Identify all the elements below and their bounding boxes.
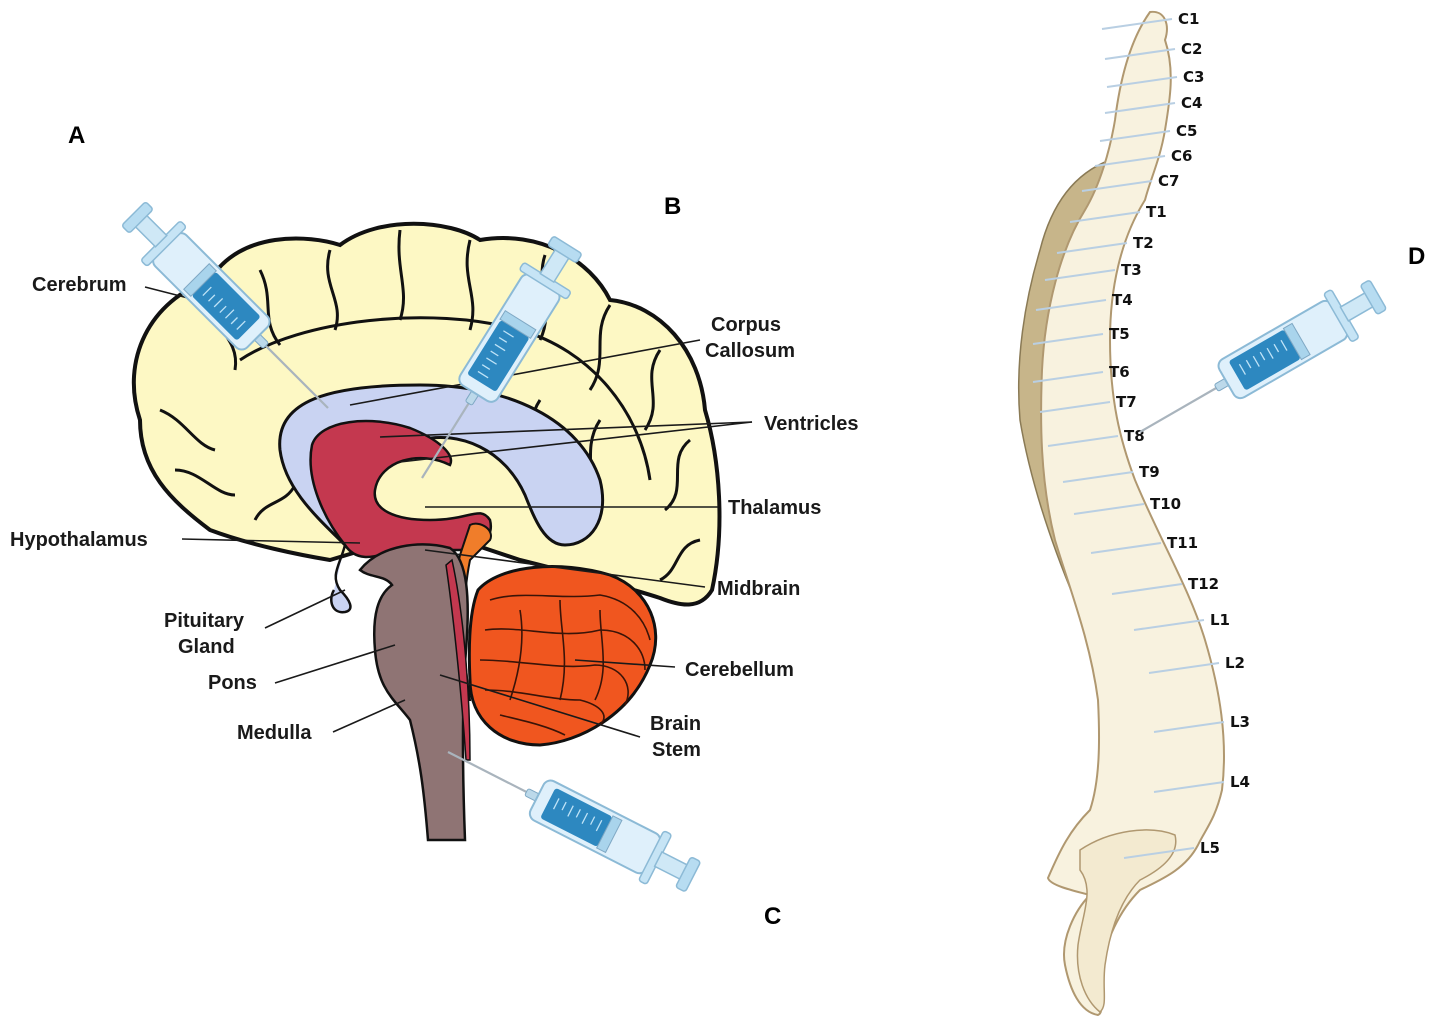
disc-line <box>1101 18 1173 30</box>
vertebra-label-l4: L4 <box>1230 773 1250 791</box>
vertebra-label-c3: C3 <box>1183 68 1204 86</box>
vertebra-label-l5: L5 <box>1200 839 1220 857</box>
brain-diagram: Cerebrum Corpus Callosum Ventricles Thal… <box>10 221 859 842</box>
label-brain-stem-1: Brain <box>650 713 701 735</box>
disc-line <box>1035 299 1107 311</box>
vertebra-label-t7: T7 <box>1116 393 1137 411</box>
vertebra-label-l1: L1 <box>1210 611 1230 629</box>
label-medulla: Medulla <box>237 722 312 744</box>
disc-line <box>1099 130 1171 142</box>
vertebra-label-c2: C2 <box>1181 40 1202 58</box>
disc-line <box>1073 503 1145 515</box>
vertebra-label-t5: T5 <box>1109 325 1130 343</box>
disc-line <box>1111 583 1183 595</box>
disc-line <box>1056 242 1128 254</box>
disc-line <box>1044 269 1116 281</box>
disc-line <box>1062 471 1134 483</box>
disc-line <box>1153 721 1225 733</box>
vertebra-label-c7: C7 <box>1158 172 1179 190</box>
intervertebral-discs <box>1032 18 1225 859</box>
vertebra-label-c1: C1 <box>1178 10 1199 28</box>
cerebellum-shape <box>467 565 658 747</box>
panel-label-c: C <box>764 903 781 930</box>
disc-line <box>1104 48 1176 60</box>
label-cerebellum: Cerebellum <box>685 659 794 681</box>
disc-line <box>1081 180 1153 192</box>
disc-line <box>1148 662 1220 674</box>
label-pituitary-2: Gland <box>178 636 235 658</box>
vertebra-label-t1: T1 <box>1146 203 1167 221</box>
vertebra-label-t9: T9 <box>1139 463 1160 481</box>
disc-line <box>1090 542 1162 554</box>
vertebra-label-t4: T4 <box>1112 291 1133 309</box>
disc-line <box>1039 401 1111 413</box>
leader-lines <box>144 286 753 738</box>
pituitary-shape <box>330 544 352 614</box>
disc-line <box>1106 76 1178 88</box>
disc-line <box>1032 371 1104 383</box>
vertebra-label-t6: T6 <box>1109 363 1130 381</box>
disc-line <box>1153 781 1225 793</box>
panel-label-b: B <box>664 193 681 220</box>
label-thalamus: Thalamus <box>728 497 821 519</box>
label-midbrain: Midbrain <box>717 578 800 600</box>
sacrum-shape <box>1076 829 1177 1013</box>
vertebra-label-t2: T2 <box>1133 234 1154 252</box>
cerebellum-folia <box>479 594 651 736</box>
thalamus-shape <box>309 419 493 559</box>
label-corpus-callosum-1: Corpus <box>711 314 781 336</box>
disc-line <box>1069 211 1141 223</box>
label-ventricles: Ventricles <box>764 413 859 435</box>
spine-diagram: C1C2C3C4C5C6C7T1T2T3T4T5T6T7T8T9T10T11T1… <box>1017 10 1250 1017</box>
vertebra-label-c4: C4 <box>1181 94 1202 112</box>
vertebra-label-t12: T12 <box>1188 575 1219 593</box>
syringe-d <box>1124 269 1394 458</box>
label-corpus-callosum-2: Callosum <box>705 340 795 362</box>
disc-line <box>1032 333 1104 345</box>
disc-line <box>1104 102 1176 114</box>
vertebra-label-t3: T3 <box>1121 261 1142 279</box>
vertebra-label-t10: T10 <box>1150 495 1181 513</box>
disc-line <box>1047 435 1119 447</box>
vertebra-label-l3: L3 <box>1230 713 1250 731</box>
label-pons: Pons <box>208 672 257 694</box>
vertebra-labels: C1C2C3C4C5C6C7T1T2T3T4T5T6T7T8T9T10T11T1… <box>1109 10 1250 857</box>
vertebra-label-t8: T8 <box>1124 427 1145 445</box>
label-brain-stem-2: Stem <box>652 739 701 761</box>
vertebra-label-c6: C6 <box>1171 147 1192 165</box>
disc-line <box>1123 847 1195 859</box>
brainstem-shape <box>358 543 469 842</box>
label-cerebrum: Cerebrum <box>32 274 126 296</box>
vertebra-label-t11: T11 <box>1167 534 1198 552</box>
label-hypothalamus: Hypothalamus <box>10 529 148 551</box>
vertebra-label-c5: C5 <box>1176 122 1197 140</box>
disc-line <box>1133 619 1205 631</box>
disc-line <box>1094 155 1166 167</box>
vertebra-label-l2: L2 <box>1225 654 1245 672</box>
panel-label-d: D <box>1408 243 1425 270</box>
label-pituitary-1: Pituitary <box>164 610 245 632</box>
panel-label-a: A <box>68 122 85 149</box>
